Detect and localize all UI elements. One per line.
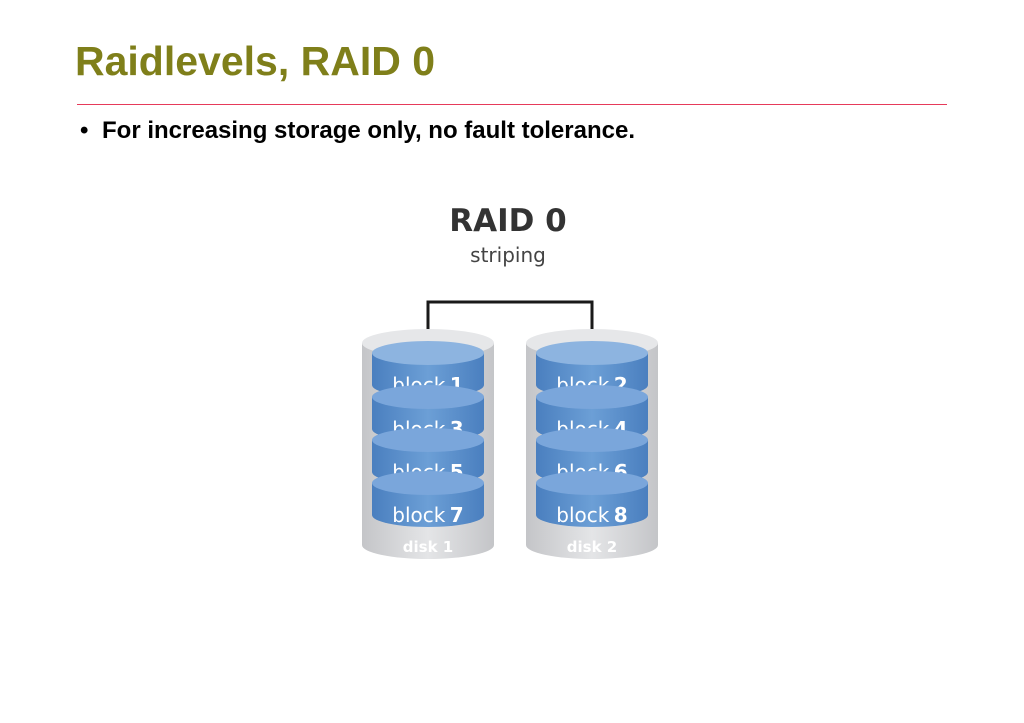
title-divider — [77, 104, 947, 105]
disk-1: block 1 block 3 block 5 block 7 disk 1 — [362, 329, 494, 559]
block-label: block 8 — [556, 503, 627, 527]
bullet-marker: • — [80, 117, 89, 144]
slide-title: Raidlevels, RAID 0 — [75, 38, 436, 84]
bullet-item: • For increasing storage only, no fault t… — [80, 117, 635, 145]
disk-connector — [426, 300, 594, 347]
disk-label: disk 1 — [403, 538, 453, 556]
block-label: block 7 — [392, 503, 463, 527]
block-segment: block 7 — [372, 471, 484, 527]
bullet-text: For increasing storage only, no fault to… — [102, 117, 635, 144]
disk-2: block 2 block 4 block 6 block 8 disk 2 — [526, 329, 658, 559]
disk-label: disk 2 — [567, 538, 617, 556]
diagram-title: RAID 0 — [449, 203, 567, 239]
block-segment: block 1 — [372, 341, 484, 397]
block-segment: block 8 — [536, 471, 648, 527]
diagram-subtitle: striping — [470, 243, 546, 267]
raid0-diagram: RAID 0 striping block 1 block 3 block 5 … — [362, 203, 658, 559]
